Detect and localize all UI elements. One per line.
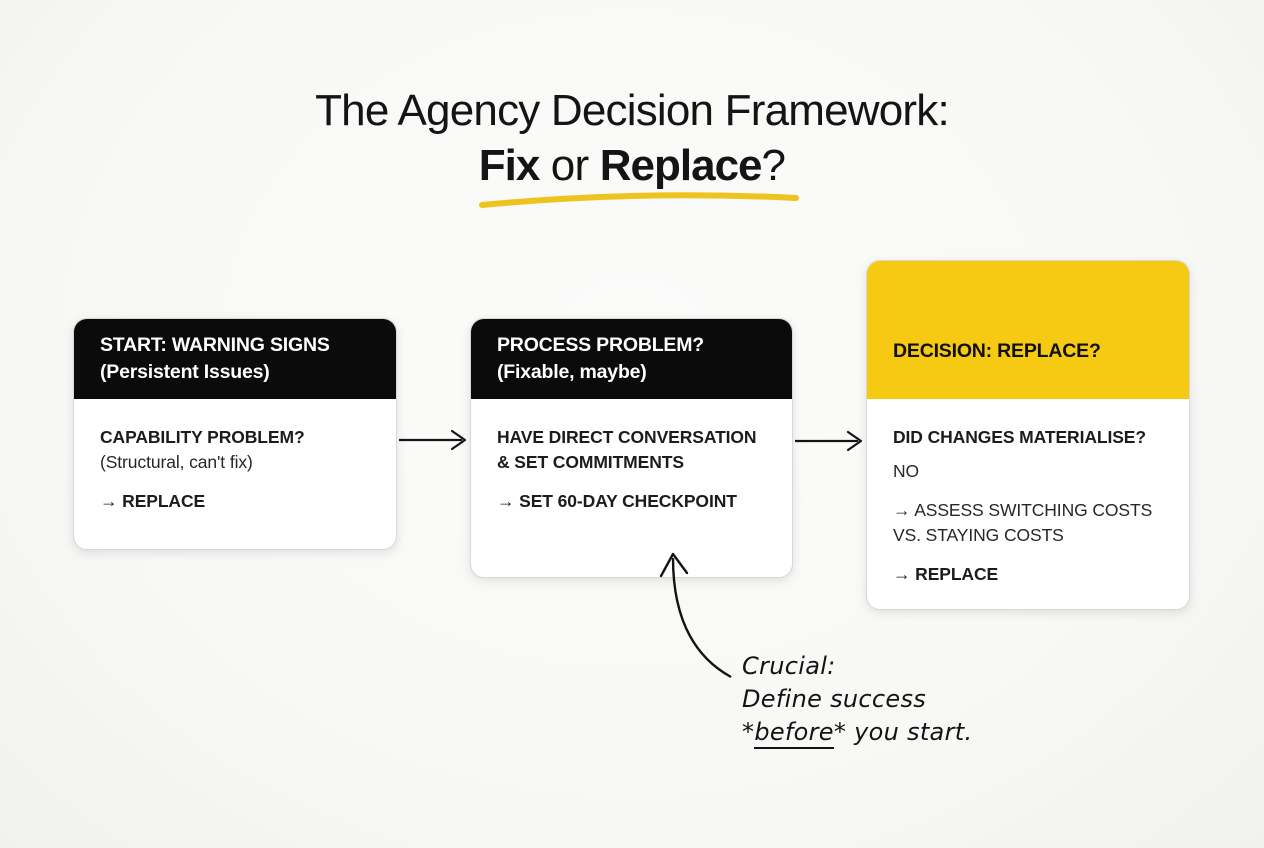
card2-header-line2: (Fixable, maybe): [497, 361, 647, 383]
card1-header-line2: (Persistent Issues): [100, 361, 270, 383]
note-underlined-word: before: [754, 718, 834, 749]
yellow-underline-swoosh: [479, 192, 799, 208]
card1-header-line1: START: WARNING SIGNS: [100, 334, 330, 356]
card3-question: DID CHANGES MATERIALISE?: [893, 427, 1146, 447]
card1-header: START: WARNING SIGNS (Persistent Issues): [74, 319, 396, 399]
page-title: The Agency Decision Framework:: [315, 86, 950, 135]
connector-arrow-1: [399, 429, 467, 451]
handwritten-note: Crucial: Define success *before* you sta…: [742, 650, 972, 749]
card1-action: → REPLACE: [100, 491, 206, 511]
card-decision-replace: DECISION: REPLACE? DID CHANGES MATERIALI…: [866, 260, 1190, 610]
card1-note: (Structural, can't fix): [100, 452, 253, 472]
title-block: The Agency Decision Framework: Fix or Re…: [0, 84, 1264, 194]
note-line2: Define success: [742, 685, 927, 713]
or-text: or: [539, 141, 600, 190]
note-line3: *before* you start.: [742, 716, 972, 749]
card3-assess: → ASSESS SWITCHING COSTS VS. STAYING COS…: [893, 500, 1153, 545]
card2-header-line1: PROCESS PROBLEM?: [497, 334, 704, 356]
note-asterisk-pre: *: [742, 718, 755, 746]
fix-text: Fix: [478, 141, 541, 190]
card2-statement: HAVE DIRECT CONVERSATION & SET COMMITMEN…: [497, 427, 757, 472]
page-subtitle: Fix or Replace?: [0, 138, 1264, 194]
card-process-problem: PROCESS PROBLEM? (Fixable, maybe) HAVE D…: [470, 318, 793, 578]
note-line3-rest: * you start.: [833, 718, 973, 746]
card3-action: → REPLACE: [893, 564, 999, 584]
card3-answer: NO: [893, 461, 920, 481]
connector-arrow-2: [795, 430, 863, 452]
card3-header: DECISION: REPLACE?: [867, 261, 1189, 399]
note-line1: Crucial:: [742, 652, 836, 680]
card2-body: HAVE DIRECT CONVERSATION & SET COMMITMEN…: [471, 399, 792, 514]
card3-body: DID CHANGES MATERIALISE? NO → ASSESS SWI…: [867, 399, 1189, 587]
replace-text: Replace: [599, 141, 763, 190]
card1-body: CAPABILITY PROBLEM? (Structural, can't f…: [74, 399, 396, 514]
card1-question: CAPABILITY PROBLEM?: [100, 427, 305, 447]
card-start-warning-signs: START: WARNING SIGNS (Persistent Issues)…: [73, 318, 397, 550]
card2-header: PROCESS PROBLEM? (Fixable, maybe): [471, 319, 792, 399]
card2-action: → SET 60-DAY CHECKPOINT: [497, 491, 737, 511]
question-mark-text: ?: [761, 141, 786, 190]
card3-header-line1: DECISION: REPLACE?: [893, 340, 1101, 362]
